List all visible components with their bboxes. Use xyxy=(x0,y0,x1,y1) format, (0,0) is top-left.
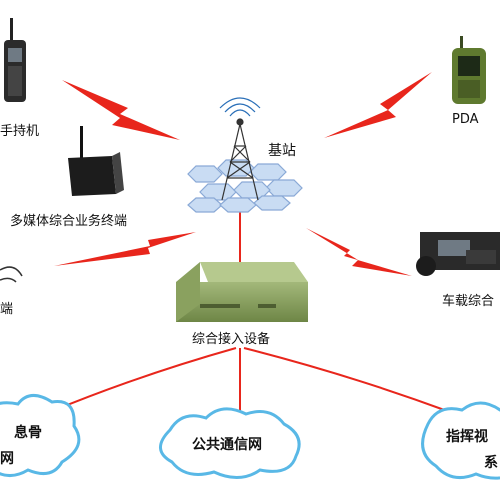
cloud-left-text-2: 网 xyxy=(0,451,14,467)
label-access-device: 综合接入设备 xyxy=(192,332,271,347)
label-multimedia-terminal: 多媒体综合业务终端 xyxy=(10,214,128,229)
pda-icon xyxy=(452,36,486,104)
multimedia-terminal-icon xyxy=(68,126,124,196)
access-links xyxy=(49,205,451,418)
cloud-left xyxy=(0,394,81,477)
access-device-chassis-icon xyxy=(176,262,308,322)
cloud-center-text: 公共通信网 xyxy=(192,437,262,453)
base-station-hex-grid xyxy=(187,159,303,213)
clouds xyxy=(0,394,500,480)
lightning-bolts xyxy=(54,72,432,276)
vehicle-radio-icon xyxy=(416,232,500,276)
base-station-tower-icon xyxy=(219,97,261,201)
label-base-station: 基站 xyxy=(268,143,296,159)
link-access-right-cloud xyxy=(243,347,451,413)
link-access-left-cloud xyxy=(49,347,237,413)
label-left-terminal-fragment: 端 xyxy=(0,302,14,317)
label-vehicle: 车载综合 xyxy=(442,294,495,309)
cloud-right-text-1: 指挥视 xyxy=(446,429,488,445)
handheld-radio-icon xyxy=(4,18,26,102)
lightning-bolt-handheld xyxy=(62,80,180,140)
cloud-center xyxy=(159,407,301,479)
label-pda: PDA xyxy=(452,112,479,127)
label-handheld: 手持机 xyxy=(0,124,40,139)
cloud-right xyxy=(421,401,500,480)
cloud-right-text-2: 系 xyxy=(484,455,498,471)
cloud-left-text-1: 息骨 xyxy=(14,425,42,441)
lightning-bolt-pda xyxy=(324,72,432,138)
headset-icon xyxy=(0,266,23,283)
lightning-bolt-vehicle xyxy=(306,228,412,276)
lightning-bolt-multimedia xyxy=(54,232,196,266)
